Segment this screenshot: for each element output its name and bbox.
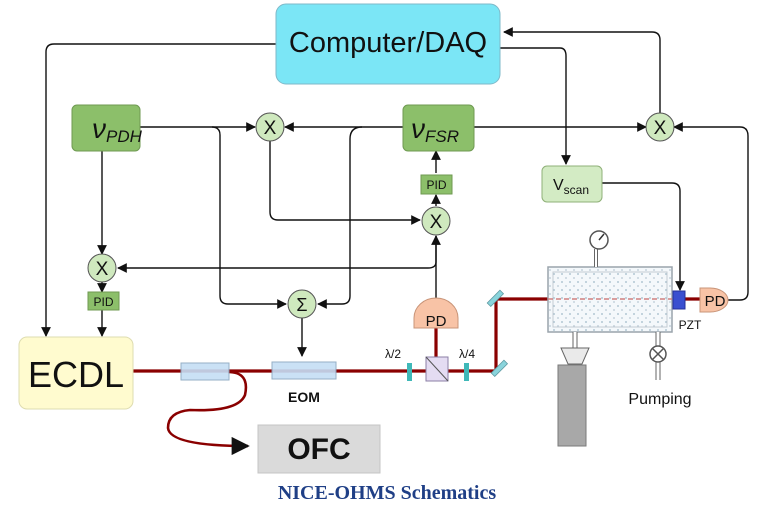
- mirror-bottom: [490, 359, 509, 378]
- polarizing-beam-splitter: [425, 356, 449, 382]
- mixer-left-label: X: [96, 259, 109, 280]
- ofc-label: OFC: [287, 433, 350, 466]
- signal-wires: [41, 27, 749, 357]
- mixer-right-label: X: [654, 118, 667, 139]
- pumping-line: Pumping: [628, 332, 692, 408]
- wire-loop-left-to-sum: [211, 126, 287, 309]
- svg-text:νFSR: νFSR: [411, 113, 459, 146]
- half-wave-label: λ/2: [385, 347, 401, 361]
- figure-caption: NICE-OHMS Schematics: [277, 482, 497, 504]
- vacuum-chamber: [557, 332, 590, 447]
- wire-mixer-mid-to-mixer-left: [117, 236, 437, 273]
- computer-daq-box: Computer/DAQ: [275, 3, 501, 85]
- svg-text:Vscan: Vscan: [553, 177, 589, 197]
- pid-left-label: PID: [93, 295, 113, 309]
- wire-computer-to-vscan: [500, 47, 571, 165]
- wire-vscan-to-pzt: [602, 182, 685, 291]
- pid-left-box: PID: [87, 291, 120, 311]
- photodetector-left: PD: [413, 297, 459, 330]
- optical-cavity: [547, 266, 673, 333]
- mirror-top: [486, 289, 505, 308]
- wire-loop-right-to-sum: [317, 126, 363, 309]
- pressure-gauge: [589, 230, 609, 267]
- wire-pd-right-to-mixer-right: [673, 122, 749, 301]
- mixer-mid: X: [421, 206, 451, 236]
- half-wave-plate: λ/2: [385, 347, 412, 381]
- mixer-left: X: [87, 253, 117, 283]
- vscan-box: Vscan: [541, 165, 603, 203]
- sum-node: Σ: [287, 289, 317, 319]
- svg-text:νPDH: νPDH: [92, 113, 143, 146]
- mixer-top: X: [255, 112, 285, 142]
- nu-pdh-box: νPDH: [71, 104, 143, 152]
- wire-computer-to-ecdl: [41, 43, 276, 337]
- computer-daq-label: Computer/DAQ: [289, 27, 487, 59]
- mixer-right: X: [645, 112, 675, 142]
- pid-fsr-box: PID: [420, 174, 453, 195]
- eom-crystal: EOM: [271, 361, 337, 405]
- pzt-label: PZT: [679, 318, 702, 332]
- vscan-symbol: V: [553, 177, 564, 194]
- sum-label: Σ: [296, 295, 307, 315]
- nu-fsr-symbol: ν: [411, 113, 425, 144]
- pzt: PZT: [672, 290, 702, 332]
- vscan-subscript: scan: [564, 183, 589, 197]
- quarter-wave-plate: λ/4: [459, 347, 475, 381]
- ecdl-label: ECDL: [28, 354, 124, 395]
- eom-label: EOM: [288, 389, 320, 405]
- pd-right-label: PD: [705, 293, 726, 310]
- wire-mixer-top-to-mixer-mid: [269, 141, 421, 225]
- mixer-mid-label: X: [430, 212, 443, 233]
- nu-fsr-box: νFSR: [402, 104, 475, 152]
- gauge-needle-icon: [598, 233, 605, 241]
- ecdl-box: ECDL: [18, 336, 134, 410]
- mixer-top-label: X: [264, 118, 277, 139]
- nu-fsr-subscript: FSR: [425, 127, 459, 146]
- fiber-coupler: [180, 362, 230, 381]
- nu-pdh-symbol: ν: [92, 113, 106, 144]
- nu-pdh-subscript: PDH: [106, 127, 143, 146]
- wire-mixer-right-to-computer: [503, 27, 661, 113]
- quarter-wave-label: λ/4: [459, 347, 475, 361]
- fiber-to-ofc: [166, 370, 250, 456]
- photodetector-right: PD: [699, 287, 729, 313]
- pumping-label: Pumping: [628, 391, 691, 408]
- pid-fsr-label: PID: [426, 178, 446, 192]
- ofc-box: OFC: [257, 424, 381, 474]
- pd-left-label: PD: [426, 313, 447, 330]
